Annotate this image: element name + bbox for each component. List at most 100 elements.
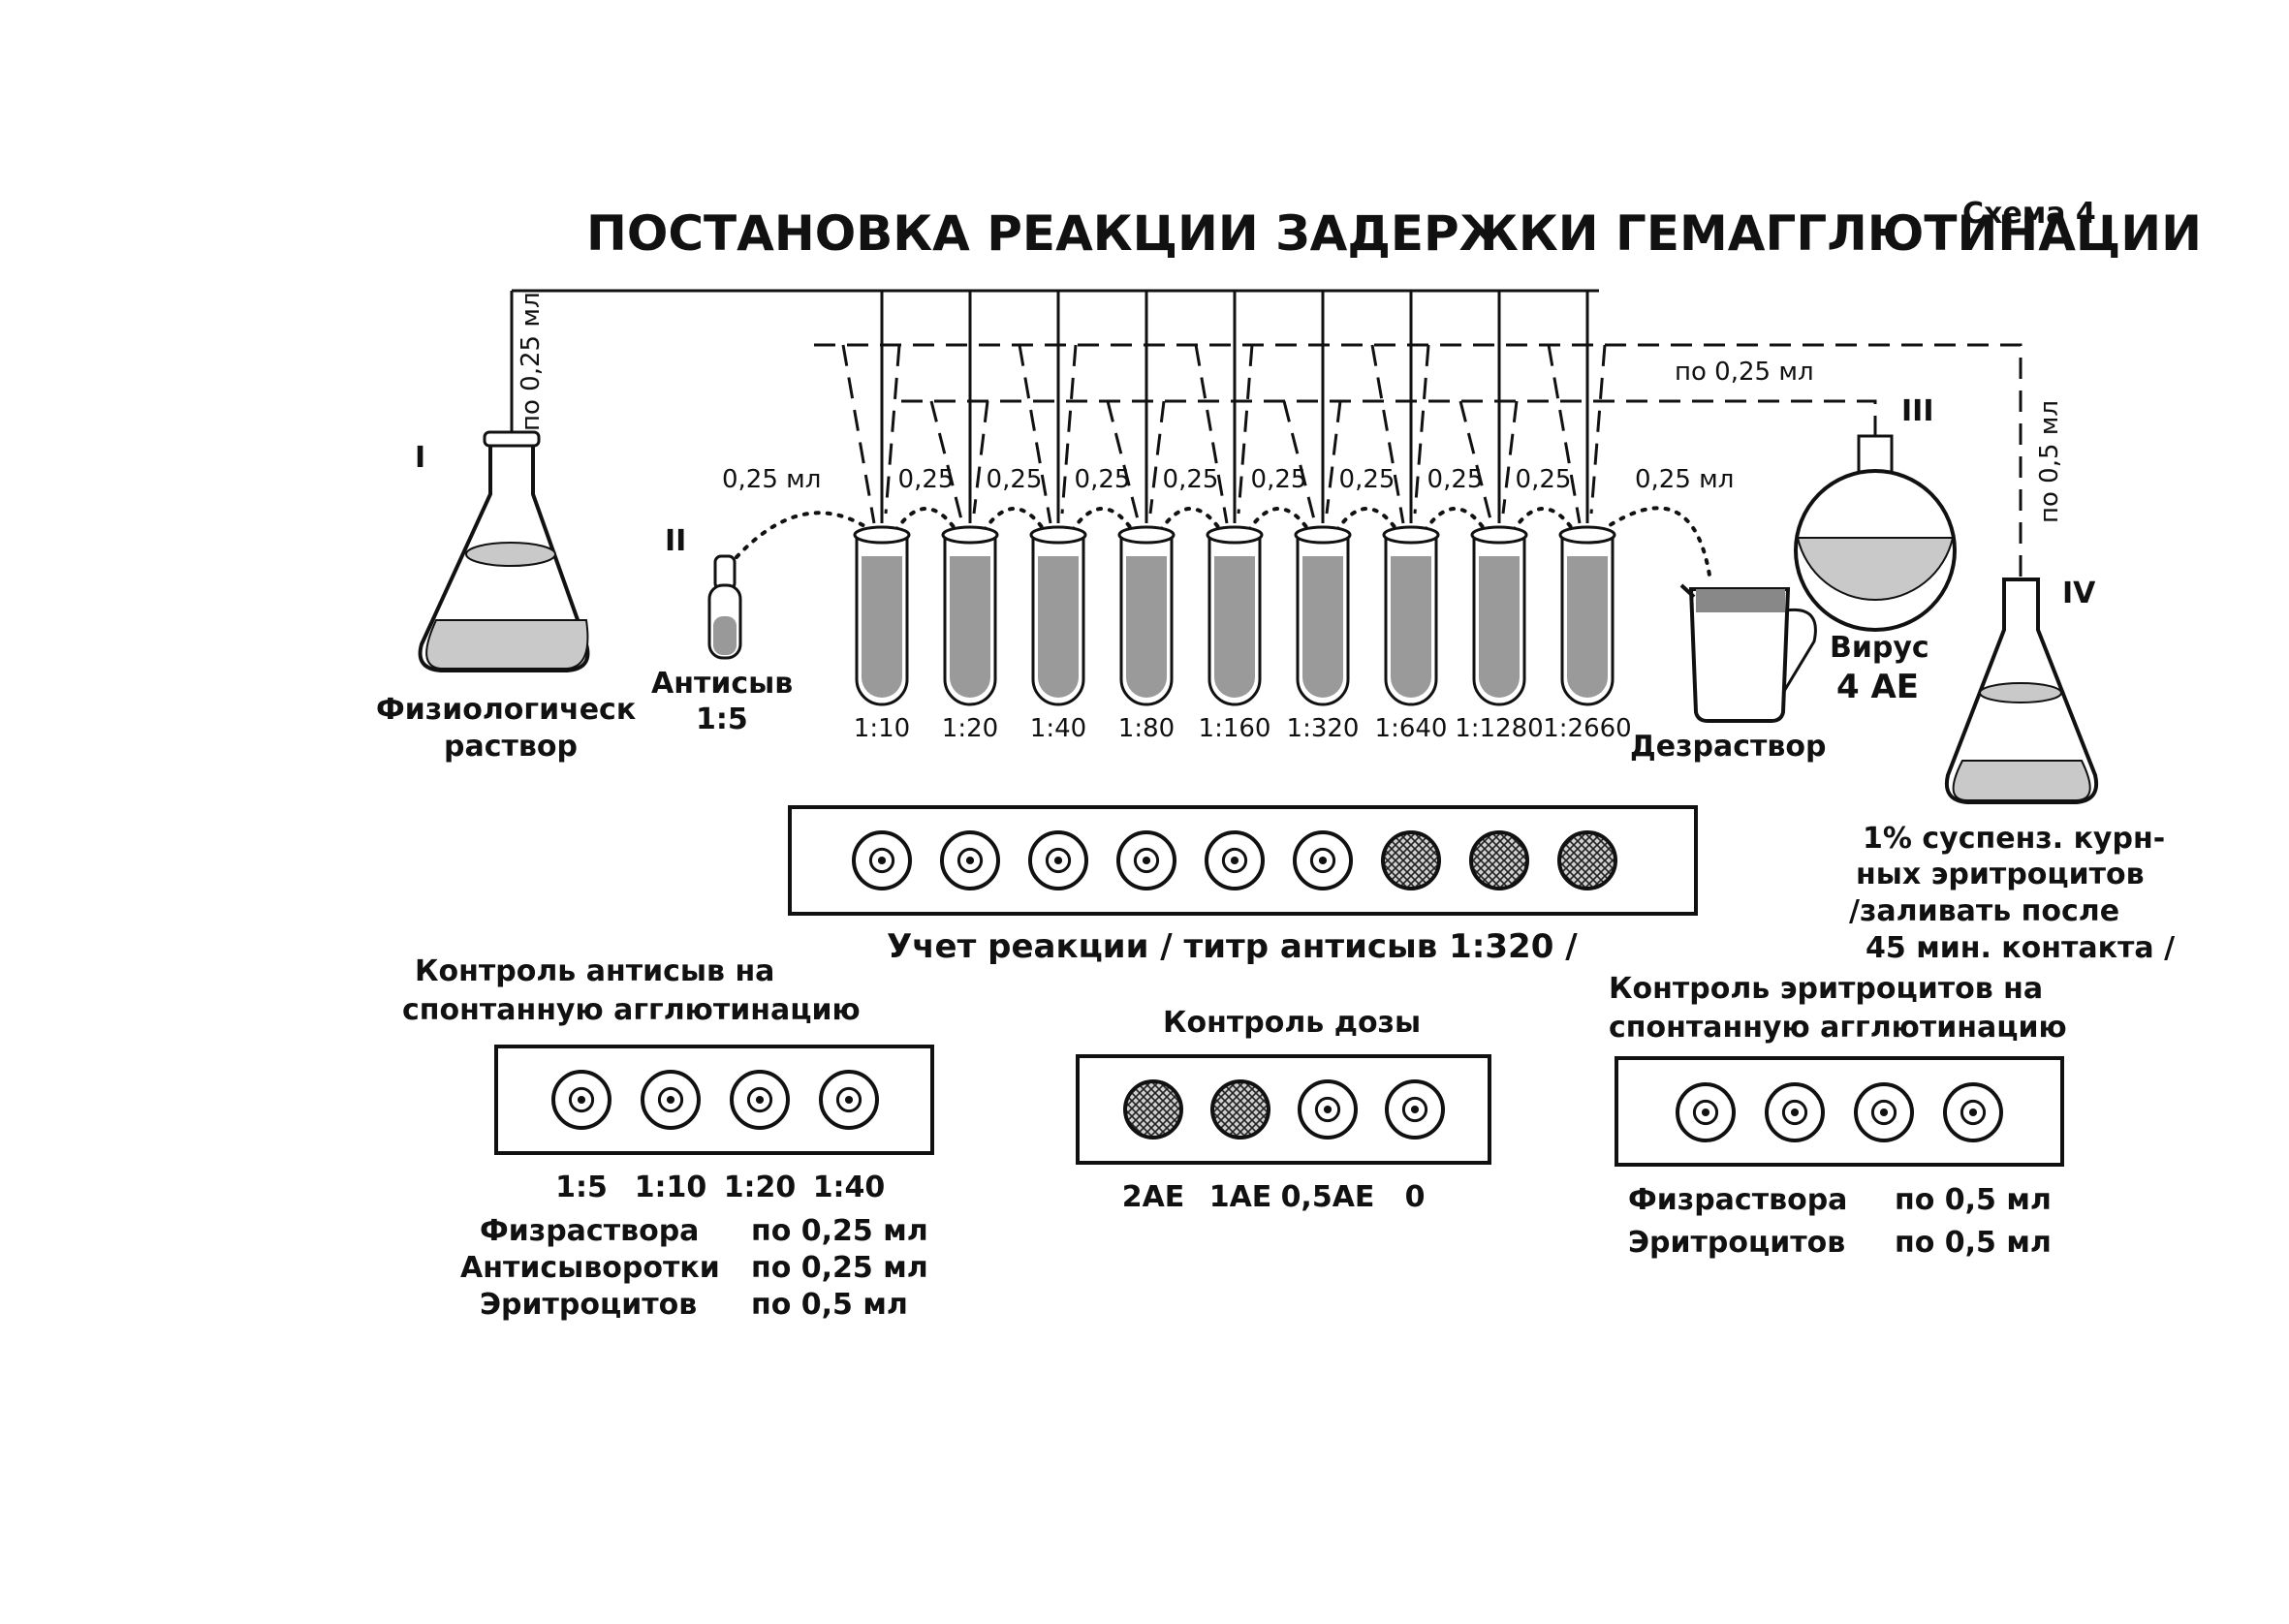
virus-dashed-lines: [814, 343, 2022, 579]
disinfectant-beaker: [1679, 583, 1817, 723]
control-antiserum-title-2: спонтанную агглютинацию: [402, 993, 861, 1027]
flask-iii-caption-1: Вирус: [1830, 631, 1929, 665]
well-button: [819, 1070, 879, 1130]
dilution-label: 1:10: [854, 714, 910, 743]
well-button: [1385, 1079, 1445, 1140]
flask-erythrocytes: [1945, 578, 2098, 804]
well-button: [730, 1070, 790, 1130]
well-label: 1:10: [635, 1171, 707, 1204]
transfer-volume-label: 0,25: [898, 465, 955, 494]
dilution-tube: [1117, 525, 1176, 706]
well-button: [1205, 830, 1265, 890]
serial-transfer-arcs: [735, 506, 1712, 583]
virus-drop-line: [1589, 344, 1607, 515]
well-button: [1293, 830, 1353, 890]
well-label: 1:40: [813, 1171, 886, 1204]
control-erythrocytes-line-2-name: Эритроцитов: [1628, 1226, 1845, 1260]
transfer-arc: [982, 507, 1047, 533]
transfer-arc: [1423, 507, 1488, 533]
virus-drop-line: [929, 400, 964, 524]
control-erythrocytes-wells: [1676, 1082, 2003, 1142]
well-button: [551, 1070, 611, 1130]
main-plate-wells: [852, 830, 1617, 890]
well-button: [1854, 1082, 1914, 1142]
dilution-label: 1:2660: [1543, 714, 1631, 743]
disinfectant-label: Дезраствор: [1630, 730, 1826, 764]
well-label: 1:5: [555, 1171, 608, 1204]
control-antiserum-line-2-value: по 0,25 мл: [751, 1251, 928, 1285]
well-button: [940, 830, 1000, 890]
dilution-label: 1:640: [1375, 714, 1448, 743]
virus-drop-line: [1282, 400, 1317, 524]
flask-i-caption-1: Физиологическ: [376, 693, 636, 727]
virus-drop-line: [841, 344, 876, 524]
well-label: 0: [1405, 1180, 1426, 1214]
dilution-tube: [941, 525, 999, 706]
flask-iii-volume: по 0,25 мл: [1675, 358, 1814, 387]
dilution-tubes: [853, 525, 1616, 706]
virus-drop-line: [1325, 400, 1342, 515]
well-agglutinated: [1381, 830, 1441, 890]
virus-drop-line: [1106, 400, 1141, 524]
dilution-tube: [1558, 525, 1616, 706]
control-dose-wells: [1123, 1079, 1445, 1140]
well-button: [852, 830, 912, 890]
vial-ii-caption-1: Антисыв: [651, 667, 793, 701]
vial-ii-caption-2: 1:5: [696, 703, 748, 736]
transfer-arc: [1070, 507, 1135, 533]
virus-drop-line: [1018, 344, 1052, 524]
virus-drop-line: [1501, 400, 1519, 515]
saline-supply-lines: [510, 289, 1599, 438]
transfer-arc: [1599, 506, 1712, 583]
virus-drop-line: [884, 344, 901, 515]
transfer-arc: [894, 507, 958, 533]
transfer-first-label: 0,25 мл: [722, 465, 821, 494]
virus-drop-line: [1148, 400, 1166, 515]
scheme-label: Схема 4: [1962, 197, 2096, 231]
flask-i-numeral: I: [415, 441, 425, 475]
control-erythrocytes-title-2: спонтанную агглютинацию: [1609, 1011, 2067, 1045]
flask-iv-caption-1: 1% суспенз. курн-: [1863, 822, 2165, 856]
virus-drop-line: [1547, 344, 1582, 524]
control-antiserum-line-1-name: Физраствора: [480, 1214, 699, 1248]
flask-i-caption-2: раствор: [444, 730, 578, 764]
dilution-tube: [1470, 525, 1528, 706]
transfer-volume-label: 0,25: [1251, 465, 1307, 494]
control-antiserum-wells: [551, 1070, 879, 1130]
control-erythrocytes-line-2-value: по 0,5 мл: [1895, 1226, 2052, 1260]
well-button: [1765, 1082, 1825, 1142]
well-agglutinated: [1123, 1079, 1183, 1140]
transfer-volume-label: 0,25: [1427, 465, 1484, 494]
transfer-arc: [1334, 507, 1399, 533]
well-button: [1116, 830, 1176, 890]
dilution-tube: [853, 525, 911, 706]
flask-iv-caption-4: 45 мин. контакта /: [1866, 931, 2175, 965]
dilution-label: 1:320: [1287, 714, 1360, 743]
virus-drop-line: [1237, 344, 1254, 515]
well-agglutinated: [1469, 830, 1529, 890]
virus-drop-line: [1370, 344, 1405, 524]
well-button: [1298, 1079, 1358, 1140]
main-plate-caption: Учет реакции / титр антисыв 1:320 /: [887, 927, 1578, 966]
diagram-title: ПОСТАНОВКА РЕАКЦИИ ЗАДЕРЖКИ ГЕМАГГЛЮТИНА…: [586, 205, 2202, 262]
well-button: [1028, 830, 1088, 890]
control-erythrocytes-title-1: Контроль эритроцитов на: [1609, 972, 2043, 1006]
flask-iv-caption-3: /заливать после: [1849, 894, 2119, 928]
control-dose-title: Контроль дозы: [1163, 1006, 1421, 1040]
well-button: [1676, 1082, 1736, 1142]
well-agglutinated: [1557, 830, 1617, 890]
vial-ii-numeral: II: [665, 524, 686, 558]
control-antiserum-line-3-value: по 0,5 мл: [751, 1288, 908, 1322]
virus-drop-line: [1060, 344, 1078, 515]
vial-antiserum: [707, 554, 742, 660]
control-erythrocytes-line-1-value: по 0,5 мл: [1895, 1183, 2052, 1217]
flask-virus: [1794, 434, 1957, 632]
control-antiserum-line-2-name: Антисыворотки: [460, 1251, 720, 1285]
transfer-arc: [1158, 507, 1223, 533]
transfer-volume-label: 0,25: [1516, 465, 1572, 494]
transfer-volume-label: 0,25: [1163, 465, 1219, 494]
virus-drop-lines: [841, 344, 1607, 524]
